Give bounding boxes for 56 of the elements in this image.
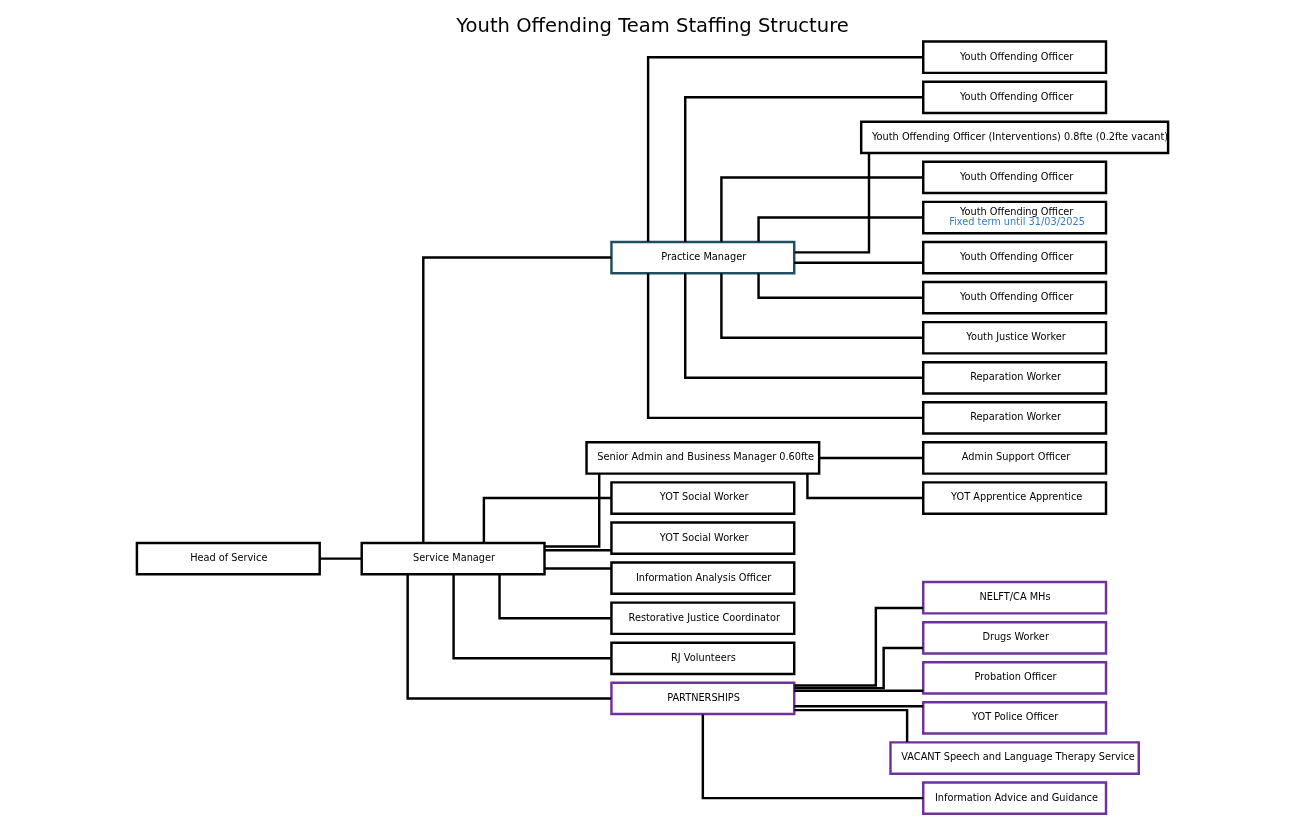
node-box: YOT Police Officer xyxy=(921,701,1107,735)
connector xyxy=(544,548,611,552)
node-box: YOT Social Worker xyxy=(609,481,795,515)
node-box: NELFT/CA MHs xyxy=(921,580,1107,615)
connector xyxy=(646,273,923,420)
connector xyxy=(818,456,923,460)
node-box: YOT Social Worker xyxy=(609,521,795,555)
node-box: Senior Admin and Business Manager 0.60fte xyxy=(584,441,820,475)
connector xyxy=(319,557,361,560)
connector xyxy=(756,216,923,242)
connector xyxy=(646,56,923,242)
node-box: YOT Apprentice Apprentice xyxy=(921,481,1107,515)
node-box: Admin Support Officer xyxy=(921,441,1107,475)
diagram-title: Youth Offending Team Staffing Structure xyxy=(455,13,849,37)
connector xyxy=(793,261,923,265)
node-box: Youth Offending Officer xyxy=(921,160,1107,195)
node-box: Youth Justice Worker xyxy=(921,320,1107,355)
connector xyxy=(482,496,611,543)
node-box: Youth Offending Officer (Interventions) 0.8fte (0.2fte vacant) xyxy=(859,120,1169,155)
connector xyxy=(544,567,611,570)
node-box: Practice Manager xyxy=(609,240,795,275)
node-box: VACANT Speech and Language Therapy Service xyxy=(888,741,1140,775)
node-box: Reparation Worker xyxy=(921,360,1107,395)
connector xyxy=(544,473,600,548)
connector xyxy=(793,646,923,690)
node-box: Youth Offending Officer xyxy=(921,240,1107,275)
connector xyxy=(683,273,923,380)
node-box: PARTNERSHIPS xyxy=(609,681,795,716)
connector xyxy=(497,574,611,620)
connector xyxy=(805,473,923,500)
connector xyxy=(794,708,908,743)
node-box: Youth Offending Officer xyxy=(921,280,1107,315)
connector xyxy=(405,574,611,700)
connector xyxy=(683,96,923,242)
node-box: Head of Service xyxy=(135,541,321,576)
node-box: Drugs Worker xyxy=(921,620,1107,655)
connector xyxy=(793,606,923,687)
connector xyxy=(794,153,870,254)
connector xyxy=(719,273,923,339)
node-box: Reparation Worker xyxy=(921,401,1107,435)
node-box: Information Advice and Guidance xyxy=(921,781,1107,815)
node-box: Probation Officer xyxy=(921,661,1107,695)
connector xyxy=(793,705,923,708)
connector xyxy=(451,574,611,660)
node-box: Service Manager xyxy=(360,541,546,576)
connector xyxy=(421,256,611,543)
node-box: Youth Offending Officer xyxy=(921,40,1107,75)
node-box: RJ Volunteers xyxy=(609,641,795,676)
connector xyxy=(719,176,923,242)
node-box: Information Analysis Officer xyxy=(609,561,795,596)
connector xyxy=(793,689,923,693)
node-box: Youth Offending Officer Fixed term until 31/03/2025 xyxy=(921,200,1107,235)
node-box: Restorative Justice Coordinator xyxy=(609,601,795,636)
connector xyxy=(701,714,923,800)
node-box: Youth Offending Officer xyxy=(921,80,1107,115)
connector xyxy=(756,273,923,299)
